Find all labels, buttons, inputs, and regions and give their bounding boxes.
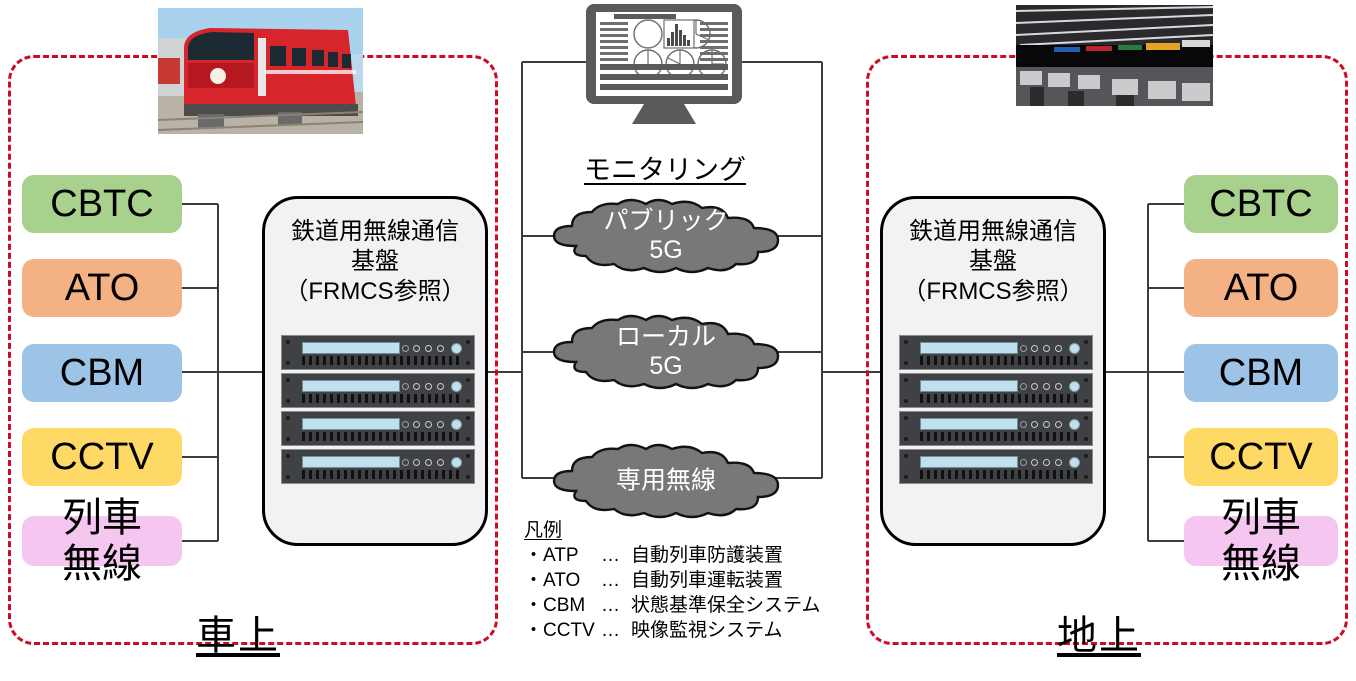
chip-ground-ato[interactable]: ATO bbox=[1184, 259, 1338, 317]
chip-label: CBM bbox=[59, 351, 145, 394]
chip-onboard-cctv[interactable]: CCTV bbox=[22, 428, 182, 486]
legend-abbr: CCTV bbox=[543, 620, 595, 641]
legend-bullet: ・ bbox=[524, 570, 544, 591]
legend-bullet: ・ bbox=[524, 545, 544, 566]
legend-desc: 状態基準保全システム bbox=[631, 595, 821, 616]
chip-label: CCTV bbox=[1209, 435, 1313, 478]
chip-label: CBTC bbox=[50, 182, 154, 225]
chip-label: CBM bbox=[1218, 351, 1304, 394]
rack-unit bbox=[281, 449, 475, 484]
train-photo bbox=[158, 8, 363, 134]
platform-title: 鉄道用無線通信 基盤 （FRMCS参照） bbox=[883, 217, 1103, 307]
chip-label-line1: 列車 bbox=[1221, 496, 1301, 540]
legend-desc: 映像監視システム bbox=[631, 620, 783, 641]
rack-unit bbox=[899, 449, 1093, 484]
chip-label-line1: 列車 bbox=[62, 496, 142, 540]
chip-label-line2: 無線 bbox=[62, 542, 142, 586]
chip-label: ATO bbox=[64, 266, 140, 309]
chip-onboard-cbtc[interactable]: CBTC bbox=[22, 175, 182, 233]
rack-unit bbox=[281, 335, 475, 370]
rack-unit bbox=[281, 373, 475, 408]
monitoring-label: モニタリング bbox=[584, 155, 746, 185]
chip-label: ATO bbox=[1223, 266, 1299, 309]
legend-desc: 自動列車運転装置 bbox=[631, 570, 784, 591]
rack-unit bbox=[281, 411, 475, 446]
legend-dots: … bbox=[601, 595, 621, 616]
operations-center-photo bbox=[1016, 5, 1213, 106]
legend: 凡例 ・ATP…自動列車防護装置 ・ATO…自動列車運転装置 ・CBM…状態基準… bbox=[524, 518, 864, 643]
legend-row: ・CCTV … 映像監視システム bbox=[524, 618, 864, 643]
network-cloud-public-5g[interactable]: パブリック 5G bbox=[540, 198, 792, 274]
chip-onboard-ato[interactable]: ATO bbox=[22, 259, 182, 317]
platform-ground-frmcs: 鉄道用無線通信 基盤 （FRMCS参照） bbox=[880, 196, 1106, 546]
server-rack bbox=[281, 335, 475, 484]
zone-label-ground: 地上 bbox=[1057, 614, 1141, 658]
chip-label: CCTV bbox=[50, 435, 154, 478]
chip-ground-cctv[interactable]: CCTV bbox=[1184, 428, 1338, 486]
chip-label: CBTC bbox=[1209, 182, 1313, 225]
legend-dots: … bbox=[601, 545, 621, 566]
chip-label-line2: 無線 bbox=[1221, 542, 1301, 586]
legend-bullet: ・ bbox=[524, 620, 544, 641]
rack-unit bbox=[899, 411, 1093, 446]
platform-title-line1: 鉄道用無線通信 bbox=[291, 218, 459, 245]
platform-title-line2: 基盤 bbox=[969, 248, 1017, 275]
legend-dots: … bbox=[601, 570, 621, 591]
platform-title-line3: （FRMCS参照） bbox=[284, 278, 466, 305]
server-rack bbox=[899, 335, 1093, 484]
legend-row: ・ATO … 自動列車運転装置 bbox=[524, 568, 864, 593]
dashboard-monitor-icon bbox=[578, 2, 750, 128]
legend-abbr: ATO bbox=[543, 570, 581, 591]
chip-ground-cbtc[interactable]: CBTC bbox=[1184, 175, 1338, 233]
chip-ground-cbm[interactable]: CBM bbox=[1184, 344, 1338, 402]
platform-title-line2: 基盤 bbox=[351, 248, 399, 275]
legend-title: 凡例 bbox=[524, 520, 563, 541]
legend-bullet: ・ bbox=[524, 595, 544, 616]
chip-onboard-cbm[interactable]: CBM bbox=[22, 344, 182, 402]
legend-desc: 自動列車防護装置 bbox=[631, 545, 784, 566]
legend-abbr: CBM bbox=[543, 595, 586, 616]
chip-onboard-train-radio[interactable]: 列車 無線 bbox=[22, 496, 182, 586]
rack-unit bbox=[899, 335, 1093, 370]
platform-title-line3: （FRMCS参照） bbox=[902, 278, 1084, 305]
chip-ground-train-radio[interactable]: 列車 無線 bbox=[1184, 496, 1338, 586]
legend-row: ・CBM … 状態基準保全システム bbox=[524, 593, 864, 618]
rack-unit bbox=[899, 373, 1093, 408]
platform-title-line1: 鉄道用無線通信 bbox=[909, 218, 1077, 245]
network-cloud-local-5g[interactable]: ローカル 5G bbox=[540, 314, 792, 390]
platform-title: 鉄道用無線通信 基盤 （FRMCS参照） bbox=[265, 217, 485, 307]
legend-abbr: ATP bbox=[543, 545, 579, 566]
platform-onboard-frmcs: 鉄道用無線通信 基盤 （FRMCS参照） bbox=[262, 196, 488, 546]
legend-dots: … bbox=[601, 620, 621, 641]
zone-label-onboard: 車上 bbox=[196, 614, 280, 658]
legend-row: ・ATP … 自動列車防護装置 bbox=[524, 543, 864, 568]
network-cloud-private-radio[interactable]: 専用無線 bbox=[540, 443, 792, 519]
